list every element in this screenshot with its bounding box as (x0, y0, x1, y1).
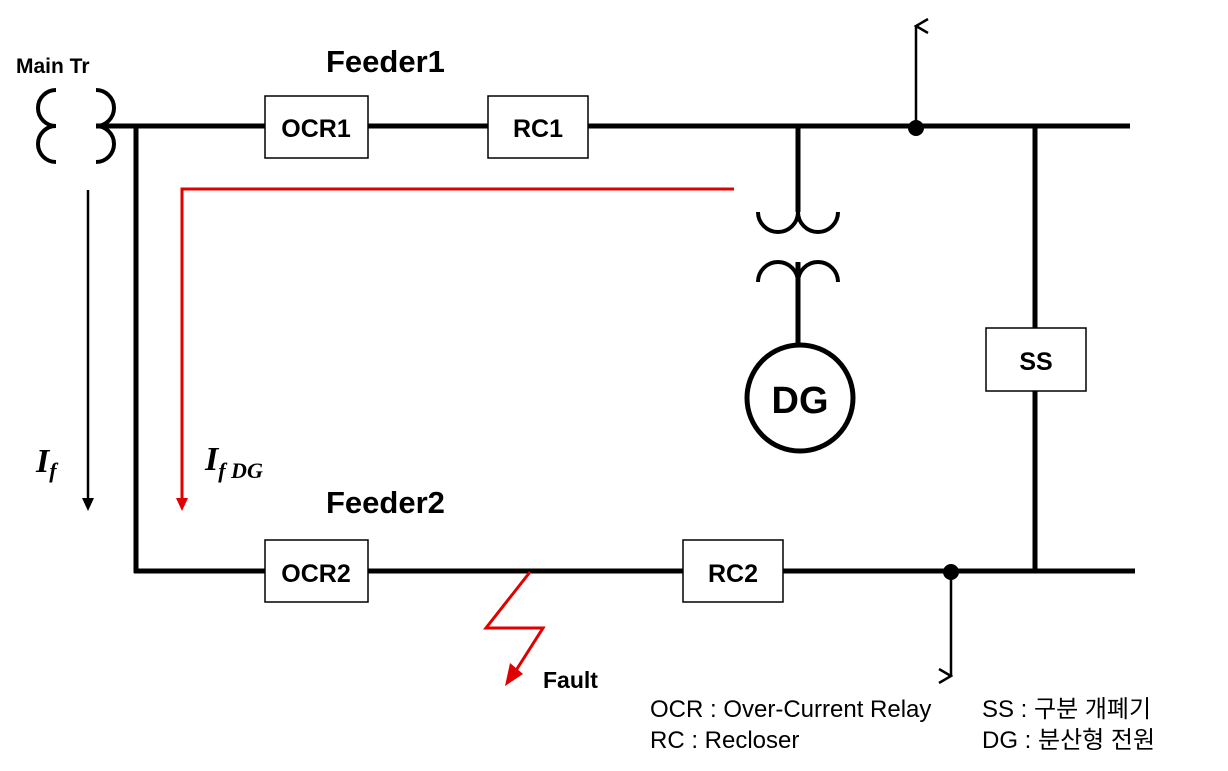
legend-ocr: OCR : Over-Current Relay (650, 696, 931, 723)
legend-dg: DG : 분산형 전원 (982, 727, 1155, 754)
main-current-arrow-head-icon (82, 498, 94, 511)
dg-current-arrow-head-icon (176, 498, 188, 511)
feeder1-junction-dot (908, 120, 924, 136)
dg-generator-icon: DG (744, 342, 856, 454)
ocr1-label: OCR1 (281, 115, 351, 143)
fault-zigzag-icon (482, 571, 546, 673)
feeder2-label: Feeder2 (326, 485, 445, 520)
rc1-label: RC1 (513, 115, 563, 143)
feeder1-label: Feeder1 (326, 44, 445, 79)
main-transformer-label: Main Tr (16, 55, 90, 78)
dg-label: DG (772, 380, 829, 422)
dg-current-symbol: I (204, 441, 220, 478)
legend-rc: RC : Recloser (650, 727, 799, 754)
dg-current-path (180, 187, 734, 500)
main-current-label: If (35, 443, 59, 483)
main-current-symbol: I (35, 443, 51, 480)
ocr2-box: OCR2 (264, 539, 369, 603)
main-current-subscript: f (49, 458, 59, 483)
ss-label: SS (1019, 348, 1052, 376)
rc2-label: RC2 (708, 560, 758, 588)
legend-ss: SS : 구분 개폐기 (982, 696, 1151, 723)
rc2-box: RC2 (682, 539, 784, 603)
rc1-box: RC1 (487, 95, 589, 159)
ss-box: SS (985, 327, 1087, 392)
legend: OCR : Over-Current Relay RC : Recloser S… (650, 696, 1155, 754)
dg-current-label: If DG (204, 441, 263, 483)
fault-label: Fault (543, 667, 598, 693)
fault-arrow-head-icon (505, 663, 523, 686)
ocr2-label: OCR2 (281, 560, 350, 588)
dg-current-subscript: f DG (218, 458, 263, 483)
ocr1-box: OCR1 (264, 95, 369, 159)
